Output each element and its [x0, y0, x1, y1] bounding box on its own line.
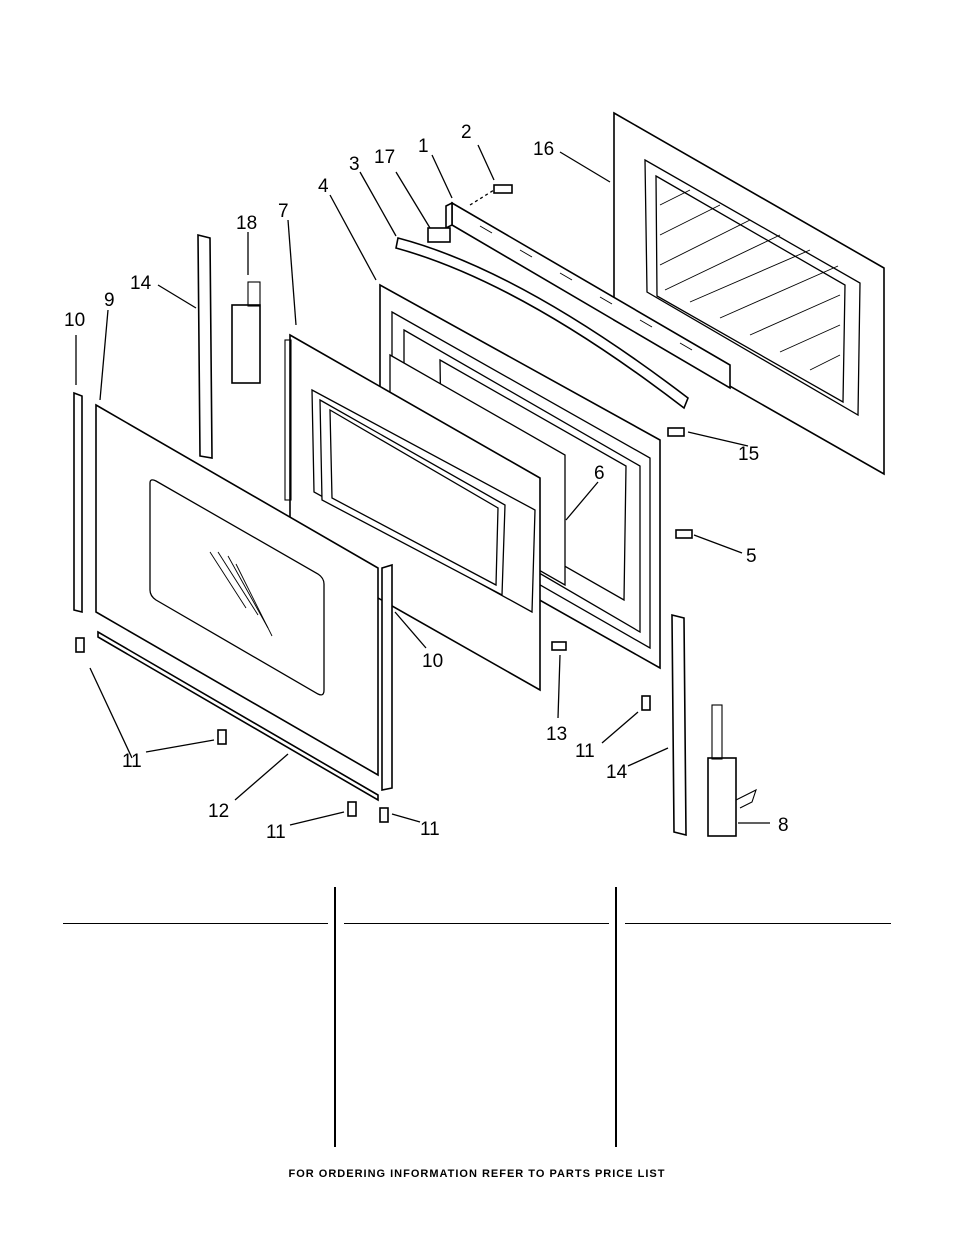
table-rule-col3	[625, 923, 891, 924]
callout-11-c: 11	[266, 822, 286, 843]
part-7-door-panel	[284, 333, 541, 692]
callout-13: 13	[546, 724, 567, 745]
callout-16: 16	[533, 139, 554, 160]
part-17-clip	[427, 227, 451, 243]
part-10-side-trim-right	[381, 563, 393, 791]
callout-11-d: 11	[420, 819, 440, 840]
part-14-hinge-receiver-right	[671, 613, 687, 837]
screws	[75, 427, 693, 823]
part-12-bottom-trim	[97, 630, 379, 802]
table-divider-1	[334, 887, 336, 1147]
callout-12: 12	[208, 801, 229, 822]
callout-7: 7	[278, 201, 289, 222]
part-1-vent-trim	[445, 201, 731, 390]
door-parts-diagram: 1 2 3 4 5 6 7 8 9 10 10 11 11 11 11 11 1…	[64, 111, 885, 843]
callout-9: 9	[104, 290, 115, 311]
table-divider-2	[615, 887, 617, 1147]
callout-3: 3	[349, 154, 360, 175]
callout-6: 6	[594, 463, 605, 484]
callout-17: 17	[374, 147, 395, 168]
part-8-hinge	[707, 704, 757, 837]
callout-8: 8	[778, 815, 789, 836]
table-rule-col1	[63, 923, 328, 924]
callout-14-left: 14	[130, 273, 152, 294]
part-10-side-trim-left	[73, 391, 83, 614]
callout-14-right: 14	[606, 762, 628, 783]
parts-list-table	[0, 880, 954, 1170]
callout-10-left: 10	[64, 310, 85, 331]
part-18-hinge	[231, 281, 261, 384]
part-14-hinge-receiver-left	[197, 233, 213, 459]
callout-1: 1	[418, 136, 429, 157]
part-16-inner-panel	[613, 111, 885, 476]
part-3-handle	[395, 237, 689, 410]
part-2-screw	[469, 184, 513, 206]
callout-11-a: 11	[122, 751, 142, 772]
callout-18: 18	[236, 213, 257, 234]
part-9-outer-glass	[95, 403, 379, 777]
table-rule-col2	[344, 923, 609, 924]
callout-15: 15	[738, 444, 759, 465]
ordering-info-footer: FOR ORDERING INFORMATION REFER TO PARTS …	[288, 1168, 666, 1180]
callout-10-right: 10	[422, 651, 443, 672]
callout-4: 4	[318, 176, 329, 197]
callout-5: 5	[746, 546, 757, 567]
leader-lines	[75, 144, 770, 826]
callout-2: 2	[461, 122, 472, 143]
callout-11-b: 11	[575, 741, 595, 762]
callouts: 1 2 3 4 5 6 7 8 9 10 10 11 11 11 11 11 1…	[64, 122, 789, 843]
